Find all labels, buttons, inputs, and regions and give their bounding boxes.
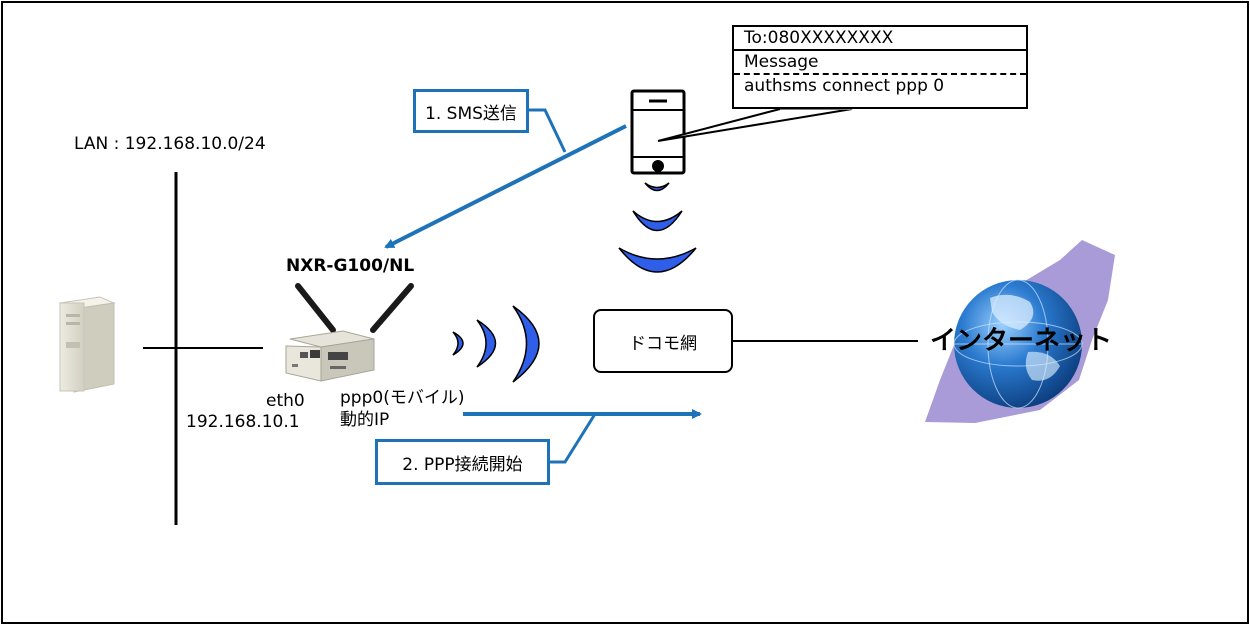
phone-icon bbox=[630, 89, 686, 175]
sms-to-field: To:080XXXXXXXX bbox=[734, 27, 1026, 51]
carrier-network-box: ドコモ網 bbox=[593, 309, 733, 373]
phone-signal-waves bbox=[618, 182, 697, 273]
lan-label: LAN : 192.168.10.0/24 bbox=[74, 134, 266, 154]
sms-message-body: authsms connect ppp 0 bbox=[744, 76, 945, 96]
router-signal-waves bbox=[452, 305, 540, 383]
sms-leader-line bbox=[529, 108, 567, 153]
eth-interface-label: eth0 bbox=[266, 391, 305, 411]
internet-globe-icon bbox=[925, 240, 1115, 423]
pc-tower-icon bbox=[58, 296, 116, 393]
carrier-network-label: ドコモ網 bbox=[629, 333, 697, 354]
ppp-ip-label: 動的IP bbox=[340, 410, 390, 430]
ppp-leader-line bbox=[550, 413, 597, 464]
sms-message-box: To:080XXXXXXXX Message authsms connect p… bbox=[732, 25, 1028, 109]
step1-callout: 1. SMS送信 bbox=[413, 89, 529, 133]
ppp-interface-label: ppp0(モバイル) bbox=[340, 388, 465, 408]
sms-callout-pointer bbox=[657, 108, 853, 142]
step2-callout: 2. PPP接続開始 bbox=[375, 439, 550, 485]
router-model-label: NXR-G100/NL bbox=[286, 256, 415, 276]
internet-label: インターネット bbox=[930, 326, 1113, 356]
sms-message-header: Message bbox=[734, 51, 1026, 75]
sms-arrow bbox=[384, 124, 627, 249]
eth-ip-label: 192.168.10.1 bbox=[186, 412, 300, 432]
router-icon bbox=[285, 283, 414, 382]
